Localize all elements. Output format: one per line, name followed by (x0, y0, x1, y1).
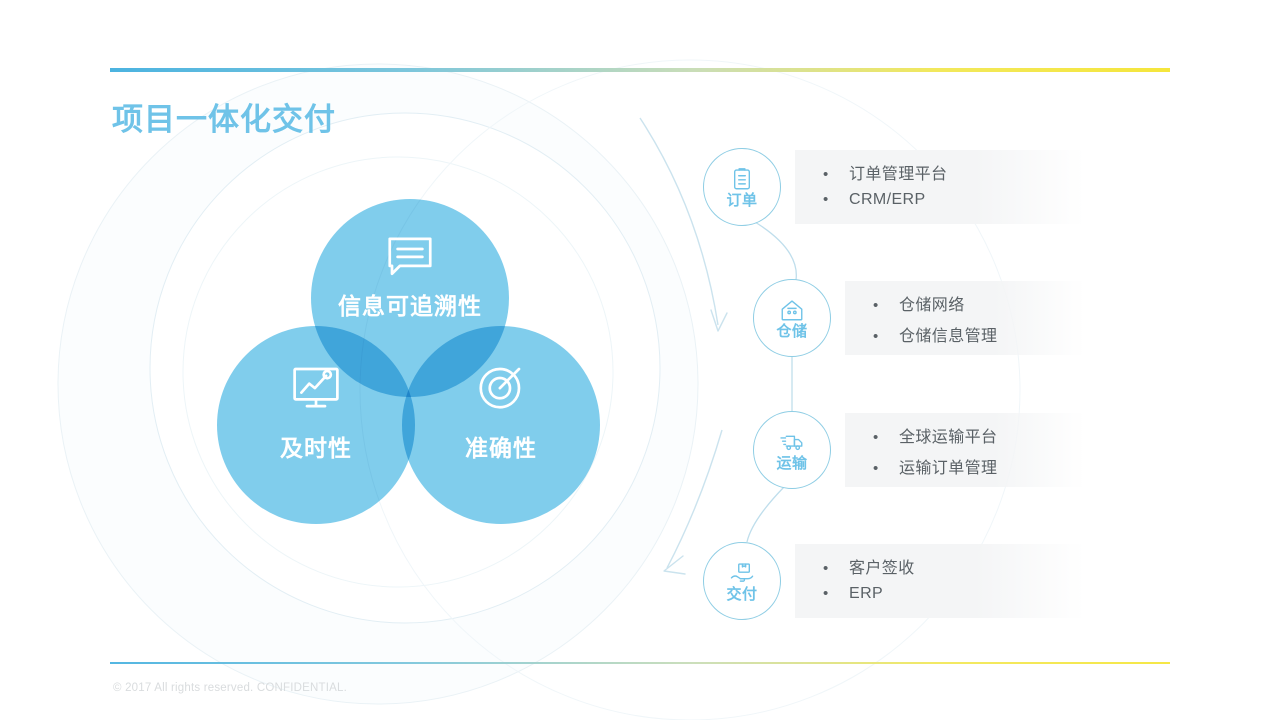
flow-node-order[interactable]: 订单 (703, 148, 781, 226)
list-item: • 订单管理平台 (823, 160, 947, 184)
list-item: • 仓储网络 (873, 291, 997, 315)
flow-node-delivery[interactable]: 交付 (703, 542, 781, 620)
venn-circle-timeliness (217, 326, 415, 524)
bullet-icon: • (873, 460, 879, 477)
bullet-icon: • (873, 328, 879, 345)
list-item-text: ERP (849, 585, 884, 602)
venn-label-accuracy: 准确性 (465, 435, 537, 461)
panel-list-delivery: • 客户签收 • ERP (823, 554, 915, 603)
bullet-icon: • (873, 297, 879, 314)
delivery-truck-icon (780, 435, 803, 450)
bullet-icon: • (823, 191, 829, 208)
list-item: • 客户签收 (823, 554, 915, 578)
list-item: • ERP (823, 585, 915, 603)
chart-trend-monitor-icon (293, 367, 339, 408)
bottom-gradient-rule (110, 662, 1170, 664)
list-item-text: 仓储信息管理 (899, 328, 998, 345)
list-item-text: CRM/ERP (849, 191, 926, 208)
list-item: • CRM/ERP (823, 191, 947, 209)
flow-node-warehouse[interactable]: 仓储 (753, 279, 831, 357)
message-lines-icon (388, 237, 432, 276)
top-gradient-rule (110, 68, 1170, 72)
warehouse-house-icon (781, 299, 803, 321)
bullet-icon: • (823, 560, 829, 577)
flow-node-label-order: 订单 (726, 191, 758, 209)
venn-label-traceability: 信息可追溯性 (338, 293, 482, 319)
hand-package-icon (730, 562, 754, 582)
page-title: 项目一体化交付 (112, 102, 336, 137)
bullet-icon: • (873, 429, 879, 446)
list-item-text: 运输订单管理 (899, 460, 998, 477)
clipboard-document-icon (733, 167, 751, 190)
flow-node-label-delivery: 交付 (726, 585, 758, 603)
list-item-text: 客户签收 (849, 560, 915, 577)
target-dart-icon (479, 367, 521, 409)
panel-list-warehouse: • 仓储网络 • 仓储信息管理 (873, 291, 997, 346)
list-item: • 运输订单管理 (873, 454, 997, 478)
venn-diagram: 信息可追溯性 及时性 准确性 (200, 185, 620, 545)
flow-node-label-warehouse: 仓储 (776, 322, 808, 340)
venn-label-timeliness: 及时性 (280, 435, 352, 461)
footer-confidential-notice: © 2017 All rights reserved. CONFIDENTIAL… (113, 682, 347, 694)
panel-list-order: • 订单管理平台 • CRM/ERP (823, 160, 947, 209)
list-item-text: 仓储网络 (899, 297, 965, 314)
list-item: • 全球运输平台 (873, 423, 997, 447)
panel-list-transport: • 全球运输平台 • 运输订单管理 (873, 423, 997, 478)
venn-circle-accuracy (402, 326, 600, 524)
list-item-text: 全球运输平台 (899, 429, 998, 446)
bullet-icon: • (823, 585, 829, 602)
list-item-text: 订单管理平台 (849, 166, 948, 183)
flow-node-label-transport: 运输 (776, 454, 808, 472)
flow-node-transport[interactable]: 运输 (753, 411, 831, 489)
bullet-icon: • (823, 166, 829, 183)
list-item: • 仓储信息管理 (873, 322, 997, 346)
